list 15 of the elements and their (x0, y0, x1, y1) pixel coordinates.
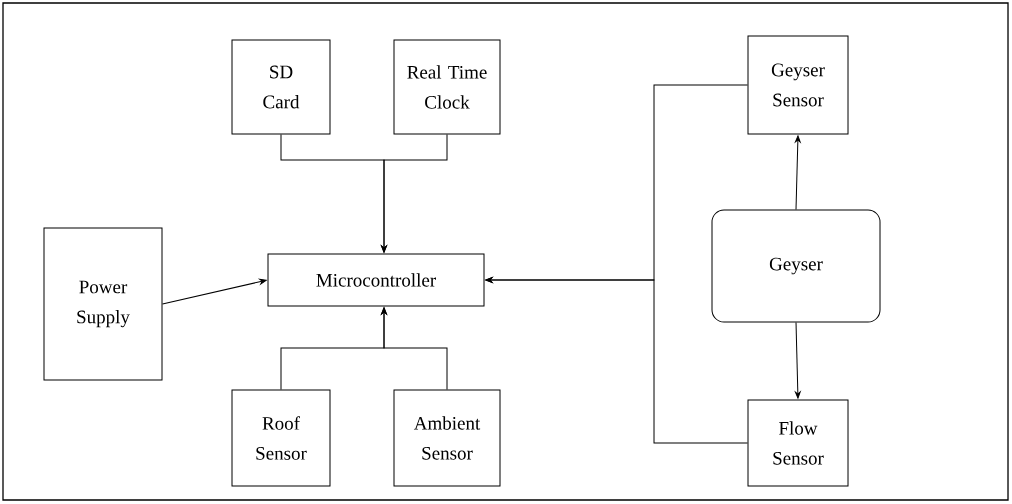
process-box: Microcontroller (267, 253, 485, 307)
arrow (381, 307, 448, 390)
arrow (162, 278, 267, 305)
process-box: SD Card (231, 39, 331, 135)
arrow (794, 322, 801, 399)
process-box: Real Time Clock (393, 39, 501, 135)
process-box: Flow Sensor (747, 399, 849, 487)
arrow (794, 135, 801, 210)
process-box: Geyser Sensor (747, 35, 849, 135)
arrow (485, 277, 748, 444)
process-box: Ambient Sensor (393, 389, 501, 487)
arrow (381, 134, 448, 253)
rounded-box: Geyser (711, 209, 881, 323)
process-box: Power Supply (43, 227, 163, 381)
process-box: Roof Sensor (231, 389, 331, 487)
